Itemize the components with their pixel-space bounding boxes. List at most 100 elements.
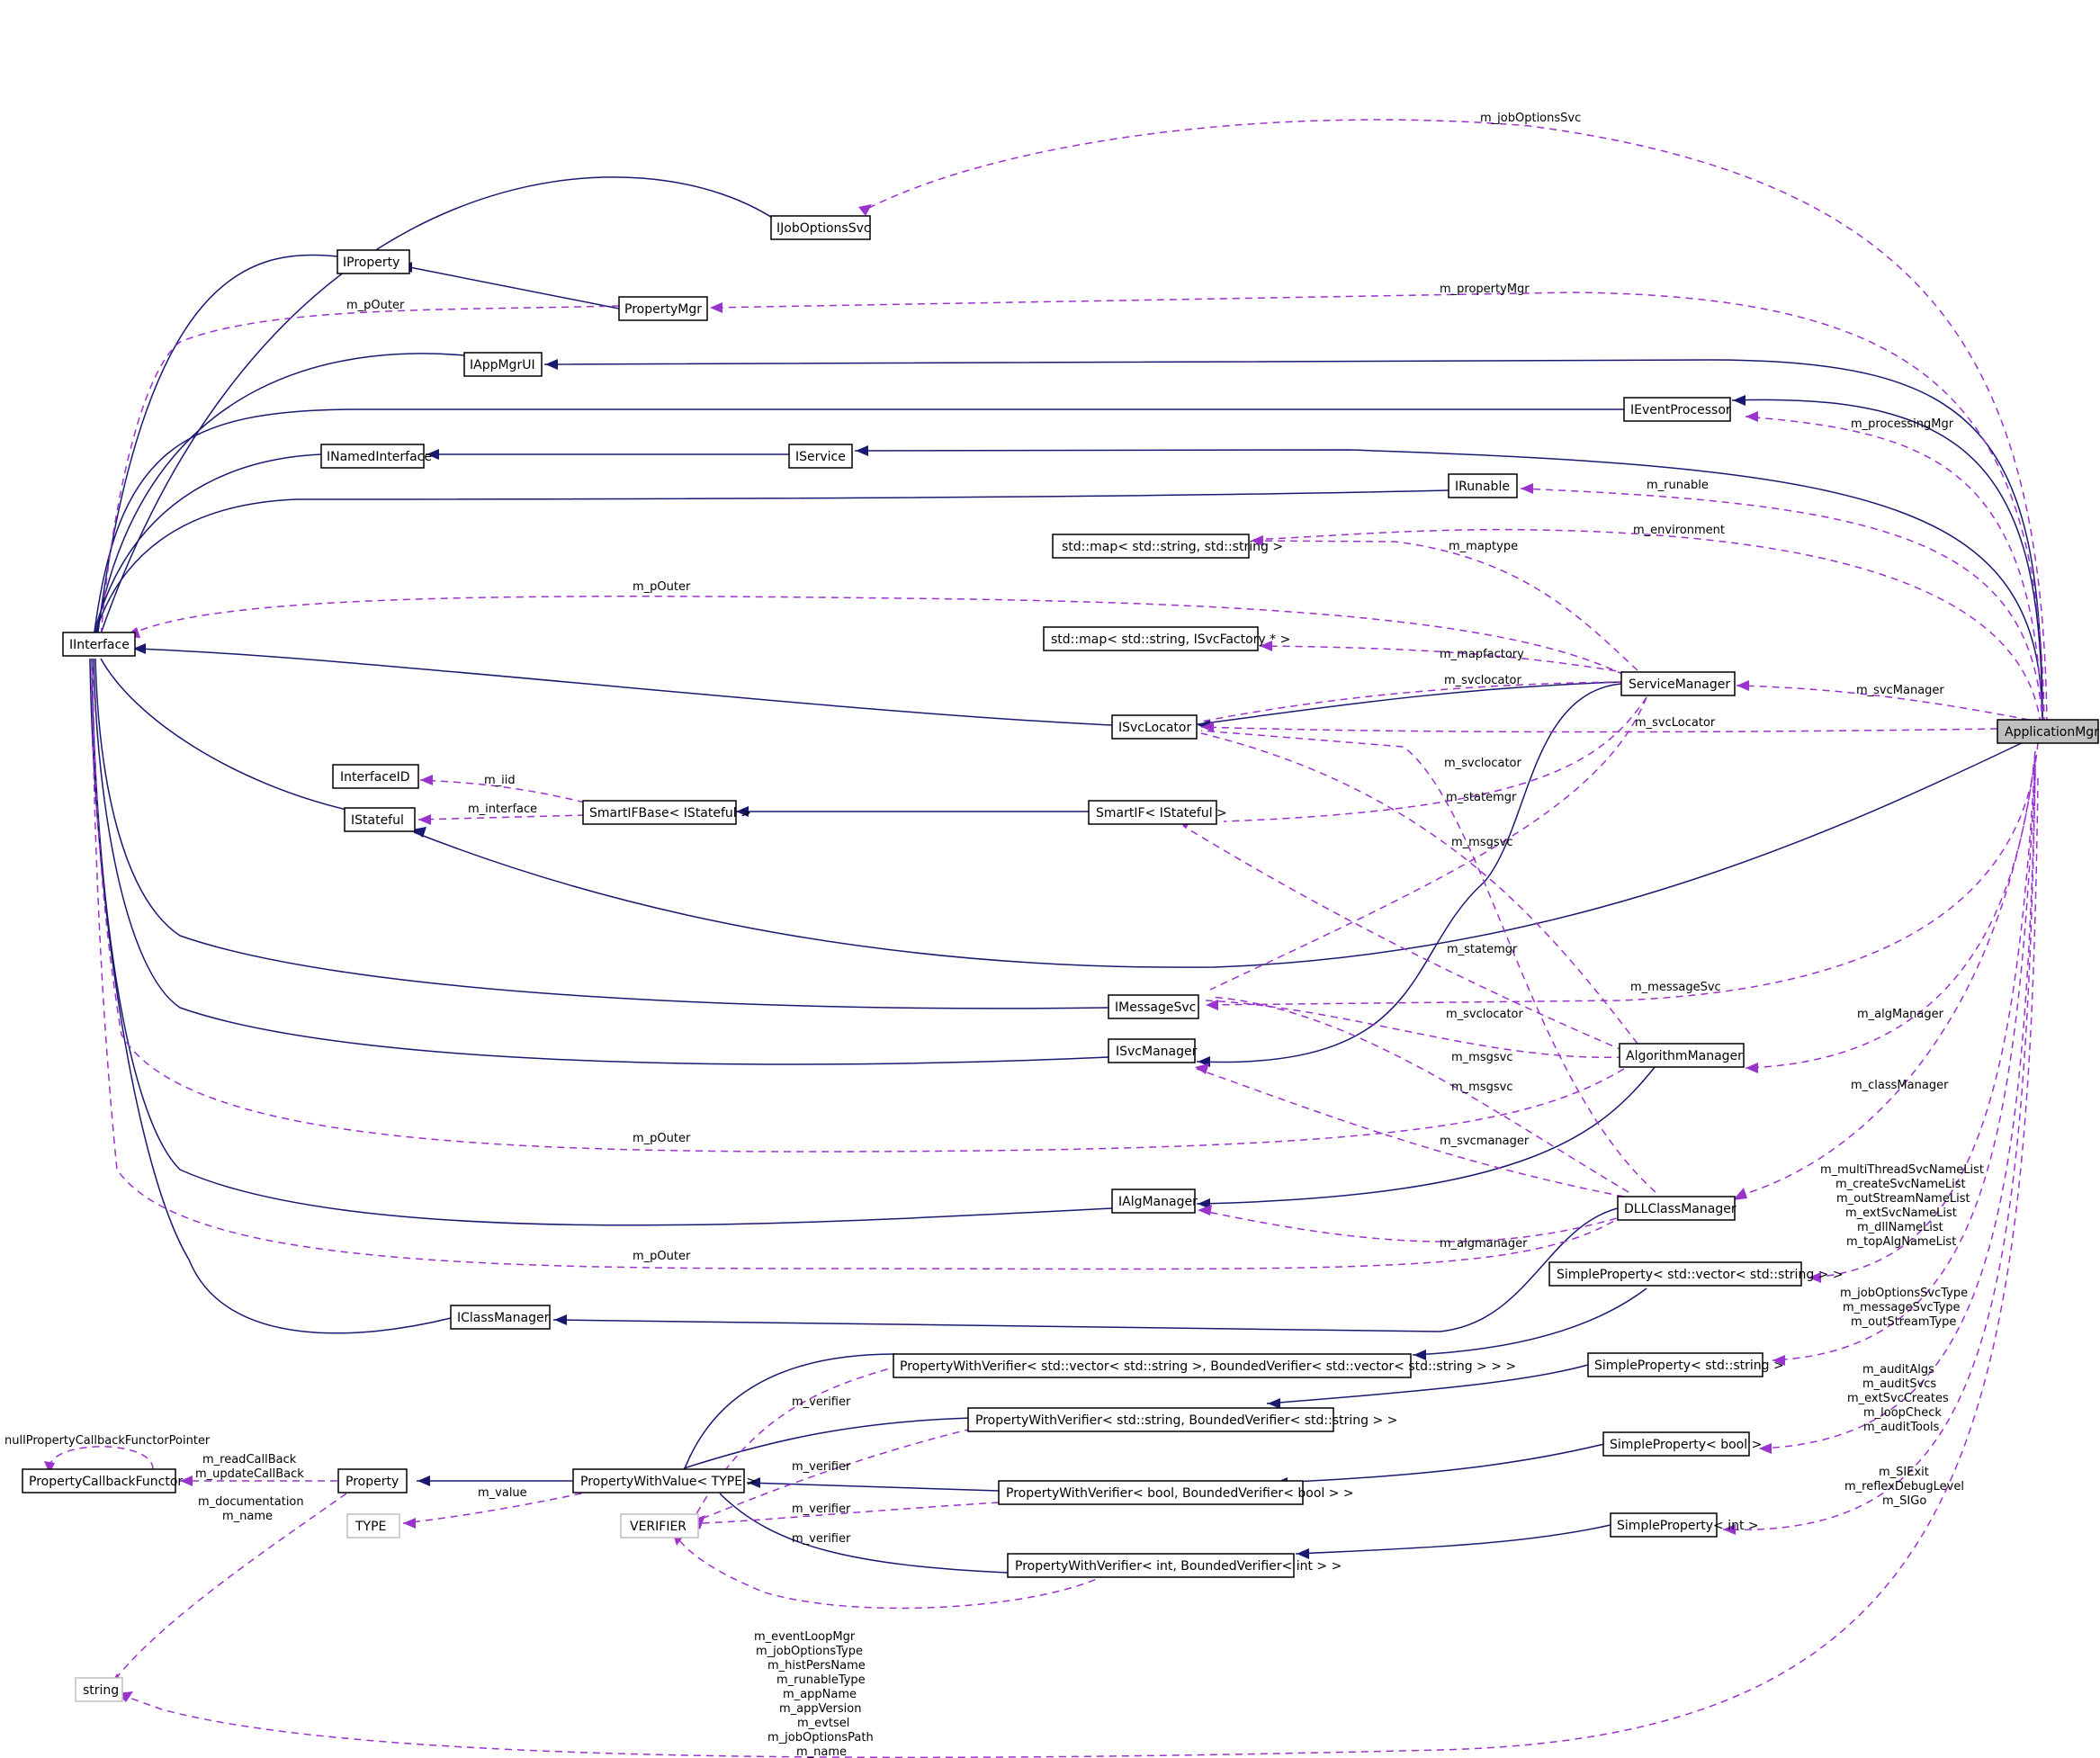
node-propertywithverifier-vector-string[interactable]: PropertyWithVerifier< std::vector< std::…	[893, 1353, 1516, 1378]
node-iproperty[interactable]: IProperty	[337, 249, 410, 274]
edge-label: m_msgsvc	[1451, 1081, 1512, 1094]
node-label: VERIFIER	[630, 1520, 687, 1534]
edge-label: m_appVersion	[779, 1702, 861, 1716]
node-verifier[interactable]: VERIFIER	[620, 1513, 699, 1538]
edge-spvector-pwvvector	[1412, 1287, 1647, 1356]
edge-propertymgr-iinterface	[100, 305, 620, 640]
edge-label: m_evtsel	[797, 1717, 849, 1730]
edge-label: m_pOuter	[633, 580, 691, 594]
edge-label: m_verifier	[792, 1460, 851, 1474]
edge-pwvvector-verifier	[692, 1365, 901, 1521]
arrowhead	[1413, 1350, 1426, 1360]
node-interfaceid[interactable]: InterfaceID	[332, 764, 419, 789]
node-simpleproperty-vector-string[interactable]: SimpleProperty< std::vector< std::string…	[1548, 1261, 1844, 1287]
edge-label: m_eventLoopMgr	[754, 1630, 856, 1644]
usage-arrowheads	[44, 204, 1821, 1702]
node-string[interactable]: string	[75, 1677, 123, 1702]
node-label: ServiceManager	[1629, 677, 1730, 692]
edge-label: m_auditSvcs	[1862, 1377, 1936, 1391]
edge-label: m_svclocator	[1444, 757, 1522, 770]
node-irunable[interactable]: IRunable	[1448, 473, 1518, 498]
edge-pwvint-verifier	[678, 1539, 1108, 1610]
node-label: SimpleProperty< std::vector< std::string…	[1557, 1268, 1844, 1282]
edge-ijoboptionssvc-iinterface	[98, 176, 784, 640]
node-label: IAlgManager	[1118, 1195, 1198, 1209]
node-propertywithverifier-int[interactable]: PropertyWithVerifier< int, BoundedVerifi…	[1007, 1553, 1342, 1578]
node-smartifbase[interactable]: SmartIFBase< IStateful >	[582, 800, 751, 825]
node-propertywithverifier-bool[interactable]: PropertyWithVerifier< bool, BoundedVerif…	[998, 1480, 1354, 1505]
node-label: std::map< std::string, ISvcFactory * >	[1051, 632, 1290, 647]
node-label: IClassManager	[457, 1311, 550, 1325]
usage-edges	[49, 119, 2048, 1758]
node-smartif[interactable]: SmartIF< IStateful >	[1088, 800, 1227, 825]
node-propertywithvalue[interactable]: PropertyWithValue< TYPE >	[572, 1468, 757, 1493]
edge-label: m_messageSvcType	[1843, 1301, 1961, 1314]
node-iappmgrui[interactable]: IAppMgrUI	[463, 352, 543, 377]
arrowhead	[403, 1518, 416, 1529]
node-box	[1548, 1261, 1802, 1287]
arrowhead	[426, 449, 439, 460]
node-box	[62, 632, 136, 657]
node-label: IInterface	[69, 638, 130, 652]
node-propertywithverifier-string[interactable]: PropertyWithVerifier< std::string, Bound…	[967, 1407, 1397, 1432]
inheritance-edges	[89, 176, 2043, 1574]
node-istateful[interactable]: IStateful	[344, 807, 416, 832]
edge-label: m_mapfactory	[1440, 648, 1524, 661]
node-propertymgr[interactable]: PropertyMgr	[618, 296, 708, 321]
edge-label: m_algManager	[1857, 1008, 1944, 1021]
node-iservice[interactable]: IService	[788, 444, 853, 469]
node-box	[332, 764, 419, 789]
node-label: TYPE	[354, 1520, 386, 1534]
node-ieventprocessor[interactable]: IEventProcessor	[1623, 397, 1731, 422]
node-inamedinterface[interactable]: INamedInterface	[320, 444, 432, 469]
node-ialgmanager[interactable]: IAlgManager	[1111, 1188, 1198, 1214]
node-type[interactable]: TYPE	[346, 1513, 400, 1538]
node-map-string-string[interactable]: std::map< std::string, std::string >	[1052, 534, 1283, 559]
edge-label: m_readCallBack	[202, 1453, 297, 1466]
edge-app-mapstrstr	[1250, 528, 2042, 725]
edge-label: m_maptype	[1449, 540, 1518, 553]
node-label: SimpleProperty< int >	[1617, 1519, 1759, 1533]
edge-inamedinterface-iinterface	[92, 453, 322, 640]
node-simpleproperty-int[interactable]: SimpleProperty< int >	[1610, 1512, 1759, 1538]
node-isvcmanager[interactable]: ISvcManager	[1108, 1038, 1198, 1063]
node-iinterface[interactable]: IInterface	[62, 632, 136, 657]
edge-propertywithvalue-type	[402, 1490, 595, 1524]
arrowhead	[1759, 1443, 1772, 1454]
edge-servicemanager-isvcmanager	[1196, 683, 1622, 1063]
node-box	[1610, 1512, 1718, 1538]
node-servicemanager[interactable]: ServiceManager	[1620, 671, 1736, 696]
edge-label: m_histPersName	[767, 1659, 866, 1673]
node-property[interactable]: Property	[337, 1468, 408, 1493]
node-box	[337, 1468, 408, 1493]
node-algorithmmanager[interactable]: AlgorithmManager	[1619, 1043, 1745, 1068]
node-imessagesvc[interactable]: IMessageSvc	[1108, 994, 1199, 1019]
edge-property-string	[112, 1493, 347, 1683]
node-iclassmanager[interactable]: IClassManager	[450, 1305, 551, 1330]
node-label: Property	[346, 1475, 399, 1489]
node-box	[1587, 1352, 1763, 1377]
arrowhead	[554, 1314, 567, 1325]
edge-label: m_processingMgr	[1851, 417, 1954, 431]
node-simpleproperty-string[interactable]: SimpleProperty< std::string >	[1587, 1352, 1784, 1377]
edge-app-dll	[1736, 755, 2036, 1197]
edge-label: m_extSvcCreates	[1847, 1392, 1949, 1405]
edge-label: m_runableType	[776, 1673, 866, 1687]
arrowhead	[1733, 395, 1746, 406]
node-box	[1623, 397, 1731, 422]
node-box	[967, 1407, 1334, 1432]
node-applicationmgr[interactable]: ApplicationMgr	[1997, 719, 2099, 744]
node-isvclocator[interactable]: ISvcLocator	[1111, 714, 1198, 740]
edge-label: m_svclocator	[1444, 674, 1522, 687]
edge-label: m_documentation	[198, 1495, 304, 1509]
edge-servicemanager-isvclocator	[1196, 681, 1622, 725]
node-simpleproperty-bool[interactable]: SimpleProperty< bool >	[1602, 1431, 1762, 1457]
node-box	[618, 296, 708, 321]
node-ijoboptionssvc[interactable]: IJobOptionsSvc	[770, 215, 871, 240]
node-map-string-svcfactory[interactable]: std::map< std::string, ISvcFactory * >	[1043, 626, 1290, 651]
edge-label: m_reflexDebugLevel	[1844, 1480, 1964, 1493]
node-box	[1108, 994, 1199, 1019]
node-propertycallbackfunctor[interactable]: PropertyCallbackFunctor	[22, 1468, 183, 1493]
arrowhead	[418, 814, 431, 825]
node-dllclassmanager[interactable]: DLLClassManager	[1617, 1196, 1737, 1221]
